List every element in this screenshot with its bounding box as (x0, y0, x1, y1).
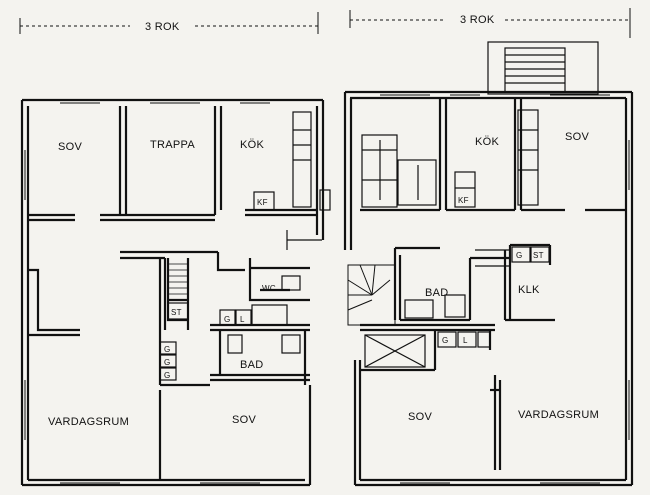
room-label-sov: SOV (58, 141, 82, 153)
room-label-st: ST (533, 251, 544, 260)
room-label-trappa: TRAPPA (150, 139, 195, 151)
room-label-vardagsrum: VARDAGSRUM (518, 409, 599, 421)
room-label-sov: SOV (565, 131, 589, 143)
right-spiral-stair (347, 264, 396, 326)
room-label-vardagsrum: VARDAGSRUM (48, 416, 129, 428)
left-kitchen-counter (253, 111, 331, 250)
room-label-kf: KF (257, 198, 268, 207)
right-kitchen-counter (454, 109, 539, 208)
room-label-g-stack-2: G (164, 358, 171, 367)
room-label-g: G (224, 315, 231, 324)
dimension-line-right (349, 8, 631, 38)
room-label-g-stack-1: G (164, 345, 171, 354)
plan-right-header: 3 ROK (460, 14, 495, 26)
left-stair-treads (168, 263, 188, 295)
dimension-line-left (19, 12, 319, 34)
room-label-klk: KLK (518, 284, 540, 296)
room-label-kok: KÖK (475, 136, 499, 148)
room-label-sov-lower: SOV (408, 411, 432, 423)
plan-left-header: 3 ROK (145, 21, 180, 33)
room-label-l: L (240, 315, 245, 324)
room-label-sov-lower: SOV (232, 414, 256, 426)
room-label-g: G (516, 251, 523, 260)
room-label-kf: KF (458, 196, 469, 205)
room-label-g-lower: G (442, 336, 449, 345)
left-plan-windows (24, 102, 270, 484)
room-label-st: ST (171, 308, 182, 317)
right-plan-walls (343, 90, 634, 487)
room-label-kok: KÖK (240, 139, 264, 151)
right-plan-windows (380, 94, 630, 484)
right-balcony (487, 41, 599, 95)
right-upper-stair-room (361, 134, 437, 208)
left-plan-walls (20, 98, 325, 487)
right-bath-fixtures (364, 246, 550, 368)
room-label-bad: BAD (240, 359, 264, 371)
room-label-wc: WC (262, 284, 276, 293)
room-label-bad: BAD (425, 287, 449, 299)
room-label-l-lower: L (463, 336, 468, 345)
room-label-g-stack-3: G (164, 371, 171, 380)
left-gl-boxes (159, 275, 301, 381)
